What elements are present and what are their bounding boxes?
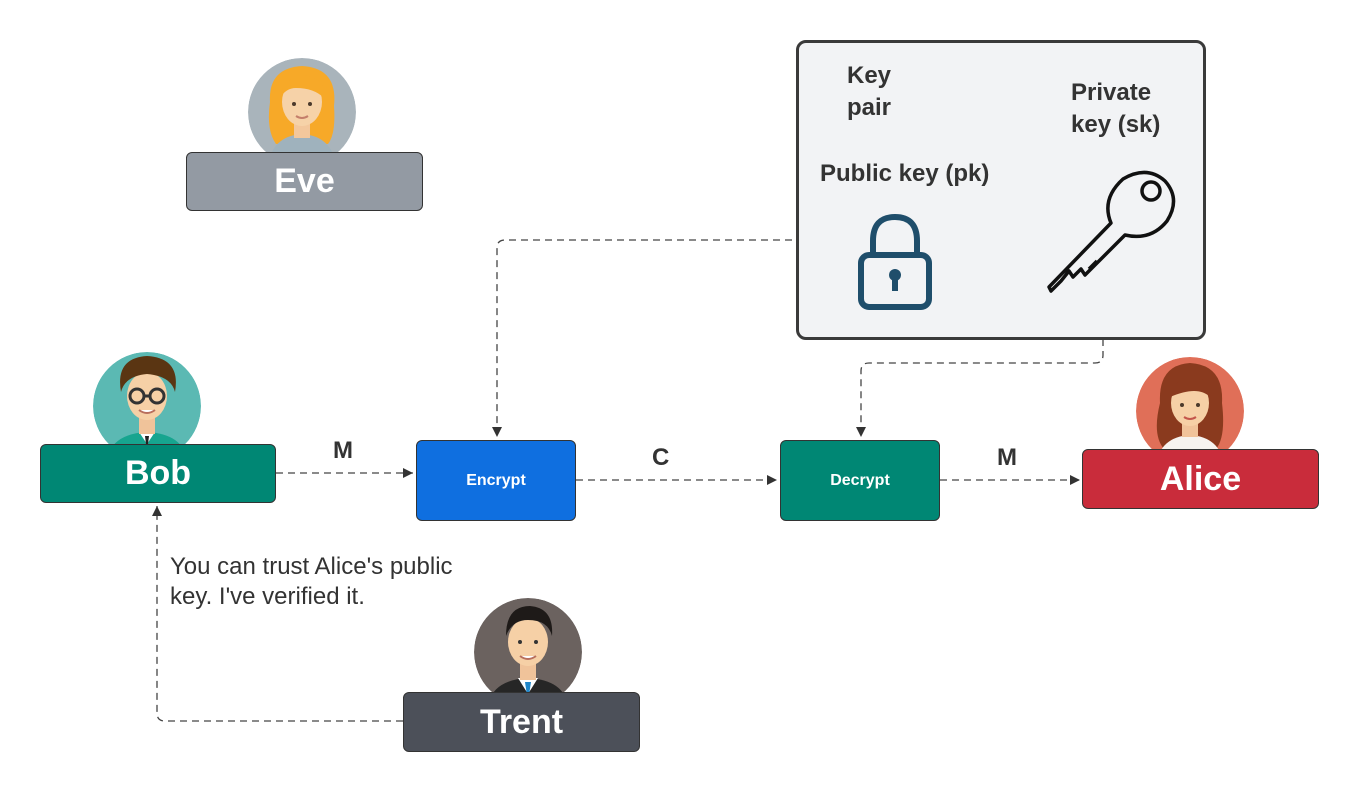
bob-label-box: Bob — [40, 444, 276, 503]
encrypt-label: Encrypt — [466, 471, 526, 489]
edge-label-message-in: M — [333, 437, 353, 464]
eve-name: Eve — [274, 162, 335, 200]
bob-name: Bob — [124, 454, 192, 492]
alice-label-box: Alice — [1082, 449, 1319, 509]
trent-avatar — [474, 598, 582, 706]
eve-label-box: Eve — [186, 152, 423, 211]
encrypt-box: Encrypt — [416, 440, 576, 521]
private-key-label: Private key (sk) — [1071, 79, 1161, 138]
trent-note: You can trust Alice's public key. I've v… — [170, 553, 453, 610]
eve-avatar — [248, 58, 356, 166]
trent-label-box: Trent — [403, 692, 640, 752]
arrow-private-key-to-decrypt — [856, 255, 1104, 437]
alice-name: Alice — [1159, 459, 1242, 498]
decrypt-label: Decrypt — [830, 471, 890, 489]
key-icon — [1047, 170, 1176, 293]
arrow-public-key-to-encrypt — [492, 239, 816, 437]
padlock-icon — [858, 213, 932, 310]
edge-label-ciphertext: C — [652, 444, 670, 471]
trent-name: Trent — [479, 702, 564, 741]
decrypt-box: Decrypt — [780, 440, 940, 521]
key-pair-panel: Key pair Public key (pk) Private key (sk… — [796, 40, 1206, 340]
alice-avatar — [1136, 357, 1244, 465]
public-key-label: Public key (pk) — [820, 160, 990, 187]
edge-label-message-out: M — [997, 444, 1017, 471]
arrow-trent-to-bob — [152, 506, 403, 722]
key-pair-title: Key pair — [847, 62, 892, 121]
